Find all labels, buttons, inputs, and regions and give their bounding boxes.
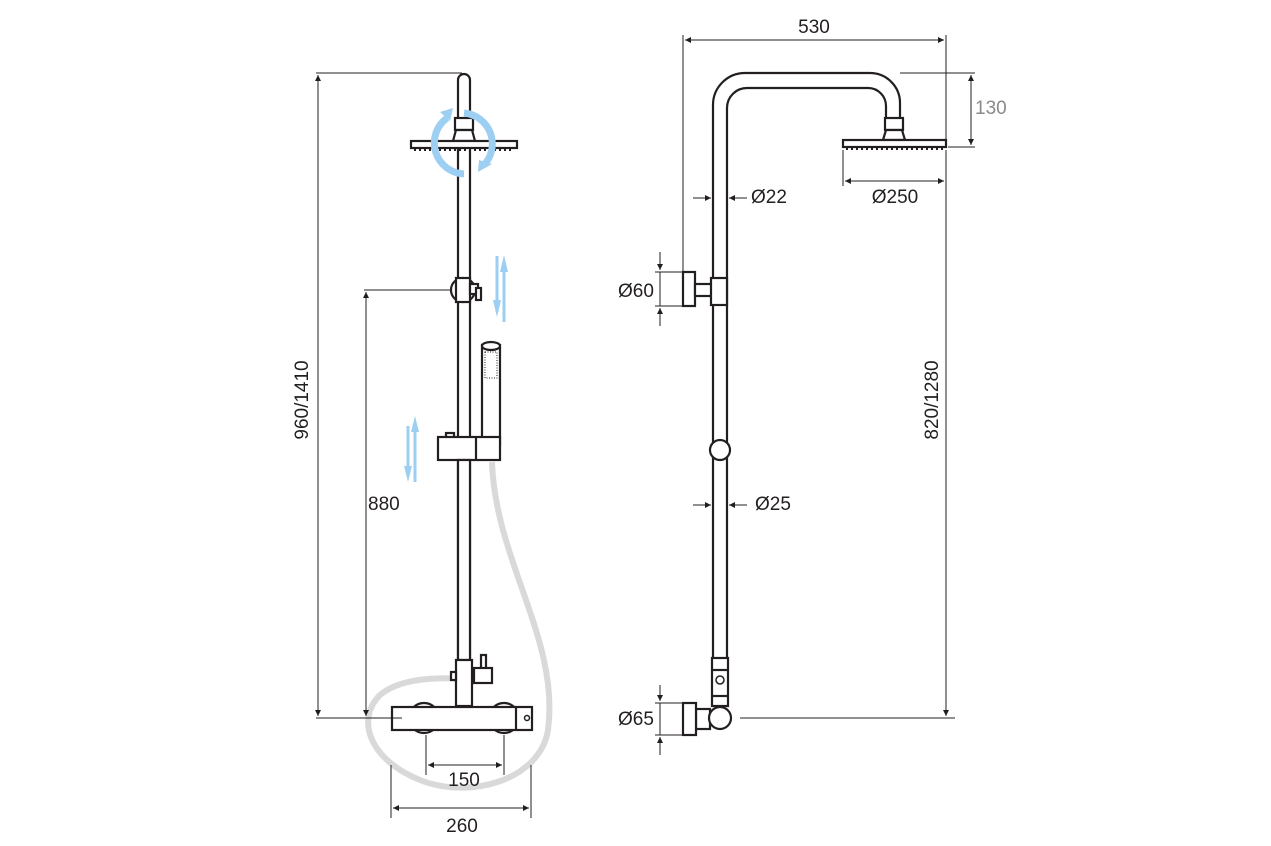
dim-arm-projection: 530: [798, 17, 830, 38]
dim-bracket: Ø60: [618, 281, 654, 302]
height-adjust-arrows-icon: [404, 255, 508, 482]
dim-head-diameter: Ø250: [872, 187, 918, 208]
head-connector: [453, 116, 475, 132]
shower-arm: [711, 71, 902, 660]
dim-head-drop: 130: [975, 98, 1007, 119]
pipe-joint: [708, 438, 732, 462]
hose: [365, 461, 553, 791]
dim-pipe-lower: Ø25: [755, 494, 791, 515]
diverter: [454, 658, 474, 708]
dim-pipe-upper: Ø22: [751, 187, 787, 208]
overhead-shower-head: [409, 139, 519, 150]
rotate-arrows-icon: [430, 108, 496, 178]
dim-slider-height: 880: [368, 494, 400, 515]
dim-inlet: Ø65: [618, 709, 654, 730]
wall-bracket: [681, 270, 697, 308]
side-shower-head: [841, 138, 948, 149]
thermostatic-mixer: [390, 705, 534, 732]
dim-mixer-width: 260: [446, 816, 478, 837]
front-view: [365, 72, 553, 791]
hand-shower-holder: [436, 435, 502, 462]
wall-inlet: [681, 701, 698, 737]
dim-head-height: 820/1280: [922, 360, 943, 439]
side-view: [681, 71, 948, 737]
side-dimensions: 530 130 Ø22 Ø250 Ø60 Ø25 Ø65 820/1280: [618, 17, 1007, 755]
front-dimensions: 960/1410 880 150 260: [292, 72, 532, 837]
dim-total-height: 960/1410: [292, 360, 313, 439]
dim-inlet-spacing: 150: [448, 770, 480, 791]
